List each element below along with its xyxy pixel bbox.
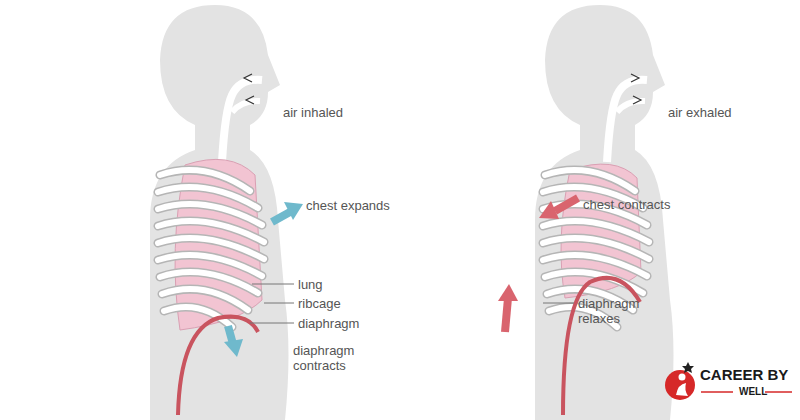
part-label: lung [298,277,323,292]
motion-label: diaphragm contracts [293,343,373,373]
airway [232,101,260,112]
contract-arrow [555,198,578,211]
logo-icon [679,374,686,381]
logo-star [682,362,694,373]
airflow-arrow [633,96,641,104]
inhale-figure [150,5,303,420]
logo-text: WELL [739,386,767,398]
motion-label: chest contracts [583,197,670,212]
airflow-label: air inhaled [283,105,343,120]
motion-label: diaphragm relaxes [578,296,653,326]
relax-arrow [498,284,518,301]
airflow-arrow [246,96,254,104]
airway [222,80,262,162]
logo-icon [665,370,695,400]
relax-arrow [505,298,508,332]
airflow-arrow [244,74,252,82]
leader-line [252,284,294,285]
expand-arrow [272,212,290,222]
leader-line [264,303,294,304]
ribcage-outline [158,170,264,327]
ribcage [158,170,264,327]
airway [607,80,647,162]
leader-line [543,303,574,304]
leader-line [250,323,294,324]
logo-icon [676,383,688,396]
logo-rule [765,391,792,393]
logo-text: CAREER BY [700,366,788,383]
exhale-figure [498,5,674,420]
airflow-label: air exhaled [668,105,732,120]
expand-arrow [284,202,303,220]
part-label: ribcage [298,296,341,311]
motion-label: chest expands [306,198,390,213]
logo-rule [701,391,733,393]
airway [617,101,645,112]
contract-arrow [224,339,243,357]
part-label: diaphragm [298,316,359,331]
diaphragm [178,317,258,415]
body-silhouette [150,5,289,420]
airflow-arrow [631,74,639,82]
logo [665,362,792,400]
body-silhouette [535,5,674,420]
contract-arrow [539,201,559,219]
